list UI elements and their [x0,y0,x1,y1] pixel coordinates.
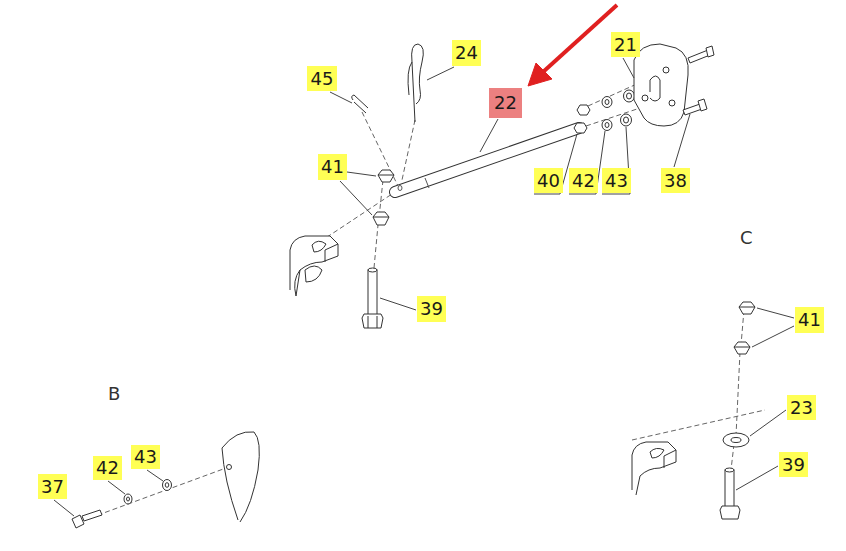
hole [227,465,232,470]
section-letter: C [740,228,753,248]
callout-box: 43 [131,445,160,469]
nut [574,105,590,133]
bracket [632,442,676,495]
callout-number: 43 [605,171,628,191]
callout-box: 39 [417,296,446,322]
washer [723,433,749,447]
callout-box: 38 [661,168,690,193]
callout-number: 23 [790,398,813,418]
bolt [720,468,740,519]
callout-box: 21 [611,32,640,57]
callout-box: 24 [452,40,481,66]
bracket [290,236,338,296]
shaft [395,128,579,192]
callout-number: 42 [96,458,119,478]
bracket [650,448,664,458]
callout-box: 41 [795,307,824,333]
washer [602,90,635,131]
bolt [683,46,714,115]
washer [124,480,172,505]
callout-number: 41 [798,310,821,330]
r-clip [408,44,423,122]
callout-number: 38 [664,171,687,191]
bolt [362,268,383,328]
callout-number: 37 [41,477,64,497]
callout-box: 42 [569,168,598,193]
bolt [72,510,102,528]
callout-box: 41 [318,154,347,180]
plate [222,432,259,522]
callout-box: 43 [602,168,631,193]
callout-box: 37 [38,474,67,499]
callout-number: 24 [455,43,478,63]
nut [373,170,394,225]
bracket [305,266,322,282]
callout-box: 23 [787,395,816,420]
leader-line [330,58,690,310]
callout-number: 39 [420,299,443,319]
callout-number: 42 [572,171,595,191]
plate [634,44,688,126]
callout-box: 45 [307,66,337,91]
callout-number: 41 [321,157,344,177]
callout-number: 43 [134,447,157,467]
callout-number: 21 [614,35,637,55]
callout-box: 40 [534,168,563,193]
assembly-line [300,60,690,268]
bracket [312,241,326,252]
callout-box: 22 [489,88,522,118]
callout-box: 39 [779,452,808,477]
cotter-pin [352,95,368,113]
callout-number: 45 [311,69,334,89]
nut [734,302,755,354]
highlight-arrow [528,5,617,86]
callout-number: 39 [782,455,805,475]
section-letter: B [108,384,120,404]
callout-number: 22 [494,93,517,113]
callout-box: 42 [93,456,122,480]
callout-number: 40 [537,171,560,191]
